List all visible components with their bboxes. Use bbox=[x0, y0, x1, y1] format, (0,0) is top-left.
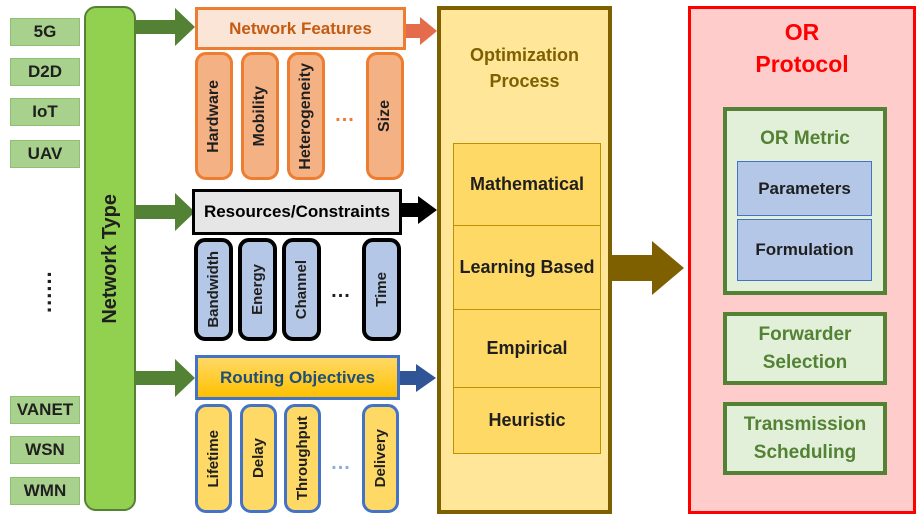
objective-delivery: Delivery bbox=[362, 404, 399, 513]
resource-bandwidth: Bandwidth bbox=[194, 238, 233, 341]
method-heuristic: Heuristic bbox=[488, 410, 566, 430]
objective-delivery-label: Delivery bbox=[372, 429, 389, 488]
objective-delay: Delay bbox=[240, 404, 277, 513]
optimization-methods: Mathematical Learning Based Empirical He… bbox=[453, 143, 601, 454]
feature-hardware: Hardware bbox=[195, 52, 233, 180]
transmission-scheduling-line2: Scheduling bbox=[753, 441, 857, 463]
resource-bandwidth-label: Bandwidth bbox=[205, 251, 222, 328]
forwarder-selection-box: Forwarder Selection bbox=[723, 312, 887, 385]
orange-arrow bbox=[406, 17, 437, 45]
green-arrow-routing bbox=[136, 359, 195, 397]
forwarder-selection-line1: Forwarder bbox=[758, 323, 852, 345]
network-features-header: Network Features bbox=[195, 7, 406, 50]
objective-lifetime-label: Lifetime bbox=[205, 429, 222, 488]
network-type-iot: IoT bbox=[10, 98, 80, 126]
or-metric-box: OR Metric Parameters Formulation bbox=[723, 107, 887, 295]
resource-time: Time bbox=[362, 238, 401, 341]
green-arrow-features bbox=[136, 8, 195, 46]
objectives-ellipsis: ... bbox=[331, 451, 351, 474]
or-protocol-title-line1: OR bbox=[784, 19, 820, 45]
method-empirical: Empirical bbox=[454, 310, 600, 388]
network-type-ellipsis: ...... bbox=[31, 270, 56, 314]
resource-time-label: Time bbox=[373, 272, 390, 307]
features-ellipsis: ... bbox=[335, 103, 355, 126]
routing-objectives-header: Routing Objectives bbox=[195, 355, 400, 400]
network-type-wmn: WMN bbox=[10, 477, 80, 505]
network-type-bar: Network Type bbox=[84, 6, 136, 511]
network-type-wsn: WSN bbox=[10, 436, 80, 464]
method-mathematical: Mathematical bbox=[454, 144, 600, 226]
resource-energy-label: Energy bbox=[249, 264, 266, 315]
feature-size: Size bbox=[366, 52, 404, 180]
network-type-vanet: VANET bbox=[10, 396, 80, 424]
green-arrow-resources bbox=[136, 193, 195, 231]
resources-header: Resources/Constraints bbox=[192, 189, 402, 235]
objective-lifetime: Lifetime bbox=[195, 404, 232, 513]
feature-mobility-label: Mobility bbox=[251, 85, 268, 147]
brown-arrow bbox=[612, 241, 684, 295]
objective-delay-label: Delay bbox=[250, 438, 267, 479]
transmission-scheduling-box: Transmission Scheduling bbox=[723, 402, 887, 475]
or-protocol: OR Protocol OR Metric Parameters Formula… bbox=[688, 6, 916, 514]
feature-size-label: Size bbox=[376, 99, 393, 132]
resource-channel: Channel bbox=[282, 238, 321, 341]
feature-mobility: Mobility bbox=[241, 52, 279, 180]
optimization-title: Optimization Process bbox=[441, 40, 608, 96]
feature-hardware-label: Hardware bbox=[205, 79, 222, 153]
optimization-title-line2: Process bbox=[489, 71, 560, 91]
objective-throughput: Throughput bbox=[284, 404, 321, 513]
feature-heterogeneity: Heterogeneity bbox=[287, 52, 325, 180]
network-type-label: Network Type bbox=[98, 193, 121, 324]
or-metric-formulation: Formulation bbox=[737, 219, 872, 281]
network-type-5g: 5G bbox=[10, 18, 80, 46]
black-arrow bbox=[402, 196, 437, 224]
optimization-title-line1: Optimization bbox=[470, 45, 579, 65]
objective-throughput-label: Throughput bbox=[294, 416, 311, 501]
method-learning-based: Learning Based bbox=[454, 226, 600, 310]
blue-arrow bbox=[400, 364, 436, 392]
or-protocol-title-line2: Protocol bbox=[755, 51, 849, 77]
resource-energy: Energy bbox=[238, 238, 277, 341]
forwarder-selection-line2: Selection bbox=[762, 351, 848, 373]
or-metric-title: OR Metric bbox=[760, 128, 850, 149]
resources-ellipsis: ... bbox=[331, 279, 351, 302]
network-type-d2d: D2D bbox=[10, 58, 80, 86]
or-metric-parameters: Parameters bbox=[737, 161, 872, 216]
feature-heterogeneity-label: Heterogeneity bbox=[297, 62, 314, 170]
optimization-process: Optimization Process Mathematical Learni… bbox=[437, 6, 612, 514]
network-type-uav: UAV bbox=[10, 140, 80, 168]
or-protocol-title: OR Protocol bbox=[691, 15, 913, 81]
transmission-scheduling-line1: Transmission bbox=[743, 413, 867, 435]
resource-channel-label: Channel bbox=[293, 259, 310, 320]
